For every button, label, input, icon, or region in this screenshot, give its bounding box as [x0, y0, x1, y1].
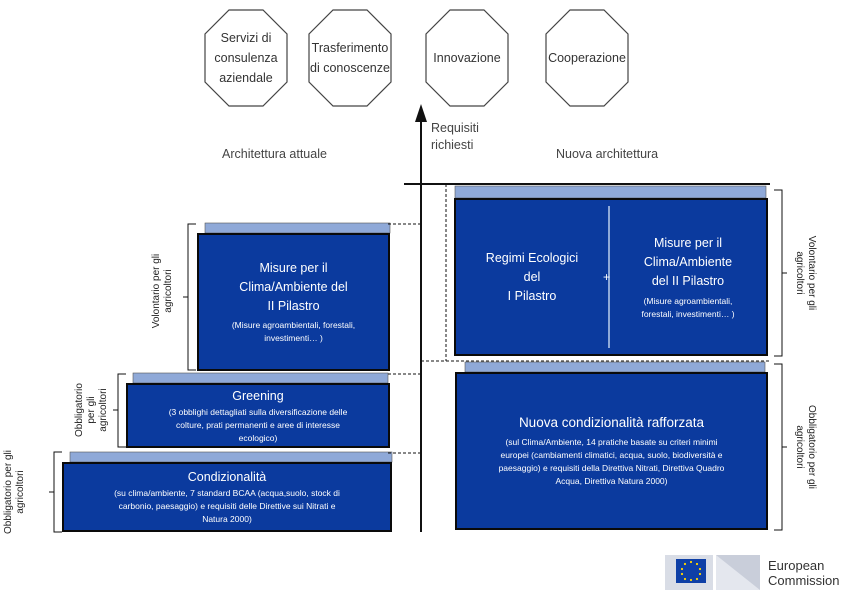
pillar2-right-title: Misure per il Clima/Ambiente del II Pila…	[643, 235, 733, 288]
greening-subtitle: (3 obblighi dettagliati sulla diversific…	[168, 406, 348, 443]
new-voluntary-box: Regimi Ecologici del I Pilastro Misure p…	[454, 198, 768, 356]
label-voluntary-right: Volontario per gli agricoltori	[794, 235, 817, 311]
pillar2-subtitle: (Misure agroambientali, forestali, inves…	[231, 320, 356, 343]
octagon-shape	[308, 9, 392, 107]
strip-pillar2-left	[204, 222, 391, 234]
right-header: Nuova architettura	[556, 147, 659, 161]
octagon-shape	[425, 9, 509, 107]
pillar2-measures-box: Misure per il Clima/Ambiente del II Pila…	[197, 233, 390, 371]
eu-logo-text: European Commission	[768, 558, 840, 588]
bracket-greening-left	[117, 373, 126, 448]
strip-conditionality	[69, 451, 393, 463]
pillar2-title: Misure per il Clima/Ambiente del II Pila…	[239, 261, 348, 313]
octagon-shape	[545, 9, 629, 107]
pillar2-right-cell: Misure per il Clima/Ambiente del II Pila…	[610, 200, 766, 354]
pillar2-right-subtitle: (Misure agroambientali, forestali, inves…	[641, 295, 735, 319]
top-element-knowledge-transfer: Trasferimento di conoscenze	[310, 41, 390, 75]
divider	[608, 206, 610, 348]
logo-line1: European	[768, 558, 825, 573]
logo-line2: Commission	[768, 573, 840, 588]
strip-right-top	[454, 185, 767, 199]
strip-greening	[132, 372, 389, 384]
strip-right-mid	[464, 361, 766, 373]
conditionality-title: Condizionalità	[187, 470, 267, 484]
greening-title: Greening	[232, 388, 284, 403]
top-element-cooperation: Cooperazione	[548, 51, 626, 65]
label-mandatory-right: Obbligatorio per gli agricoltori	[794, 405, 817, 489]
conditionality-subtitle: (su clima/ambiente, 7 standard BCAA (acq…	[114, 488, 340, 524]
eco-schemes-cell: Regimi Ecologici del I Pilastro	[456, 200, 608, 354]
new-conditionality-box: Nuova condizionalità rafforzata (sul Cli…	[455, 372, 768, 530]
new-conditionality-subtitle: (sul Clima/Ambiente, 14 pratiche basate …	[498, 437, 725, 486]
top-element-advisory: Servizi di consulenza aziendale	[214, 31, 278, 85]
bracket-mandatory-right	[774, 363, 783, 531]
axis-label: Requisiti richiesti	[431, 121, 479, 152]
label-greening-mandatory: Obbligatorio per gli agricoltori	[74, 383, 109, 437]
conditionality-box: Condizionalità (su clima/ambiente, 7 sta…	[62, 462, 392, 532]
bracket-voluntary-right	[774, 189, 783, 357]
plus-sign: +	[603, 270, 611, 284]
bracket-voluntary-left	[187, 223, 196, 371]
eu-logo-graphic	[665, 555, 760, 590]
axis-arrowhead	[415, 104, 427, 122]
greening-box: Greening (3 obblighi dettagliati sulla d…	[126, 383, 390, 448]
label-conditionality-mandatory: Obbligatorio per gli agricoltori	[3, 450, 26, 534]
octagon-shape	[204, 9, 288, 107]
label-voluntary-left: Volontario per gli agricoltori	[151, 253, 174, 329]
bracket-conditionality-left	[53, 451, 62, 533]
left-header: Architettura attuale	[222, 147, 327, 161]
eco-schemes-title: Regimi Ecologici del I Pilastro	[485, 250, 579, 303]
new-conditionality-title: Nuova condizionalità rafforzata	[518, 415, 705, 430]
top-element-innovation: Innovazione	[433, 51, 501, 65]
